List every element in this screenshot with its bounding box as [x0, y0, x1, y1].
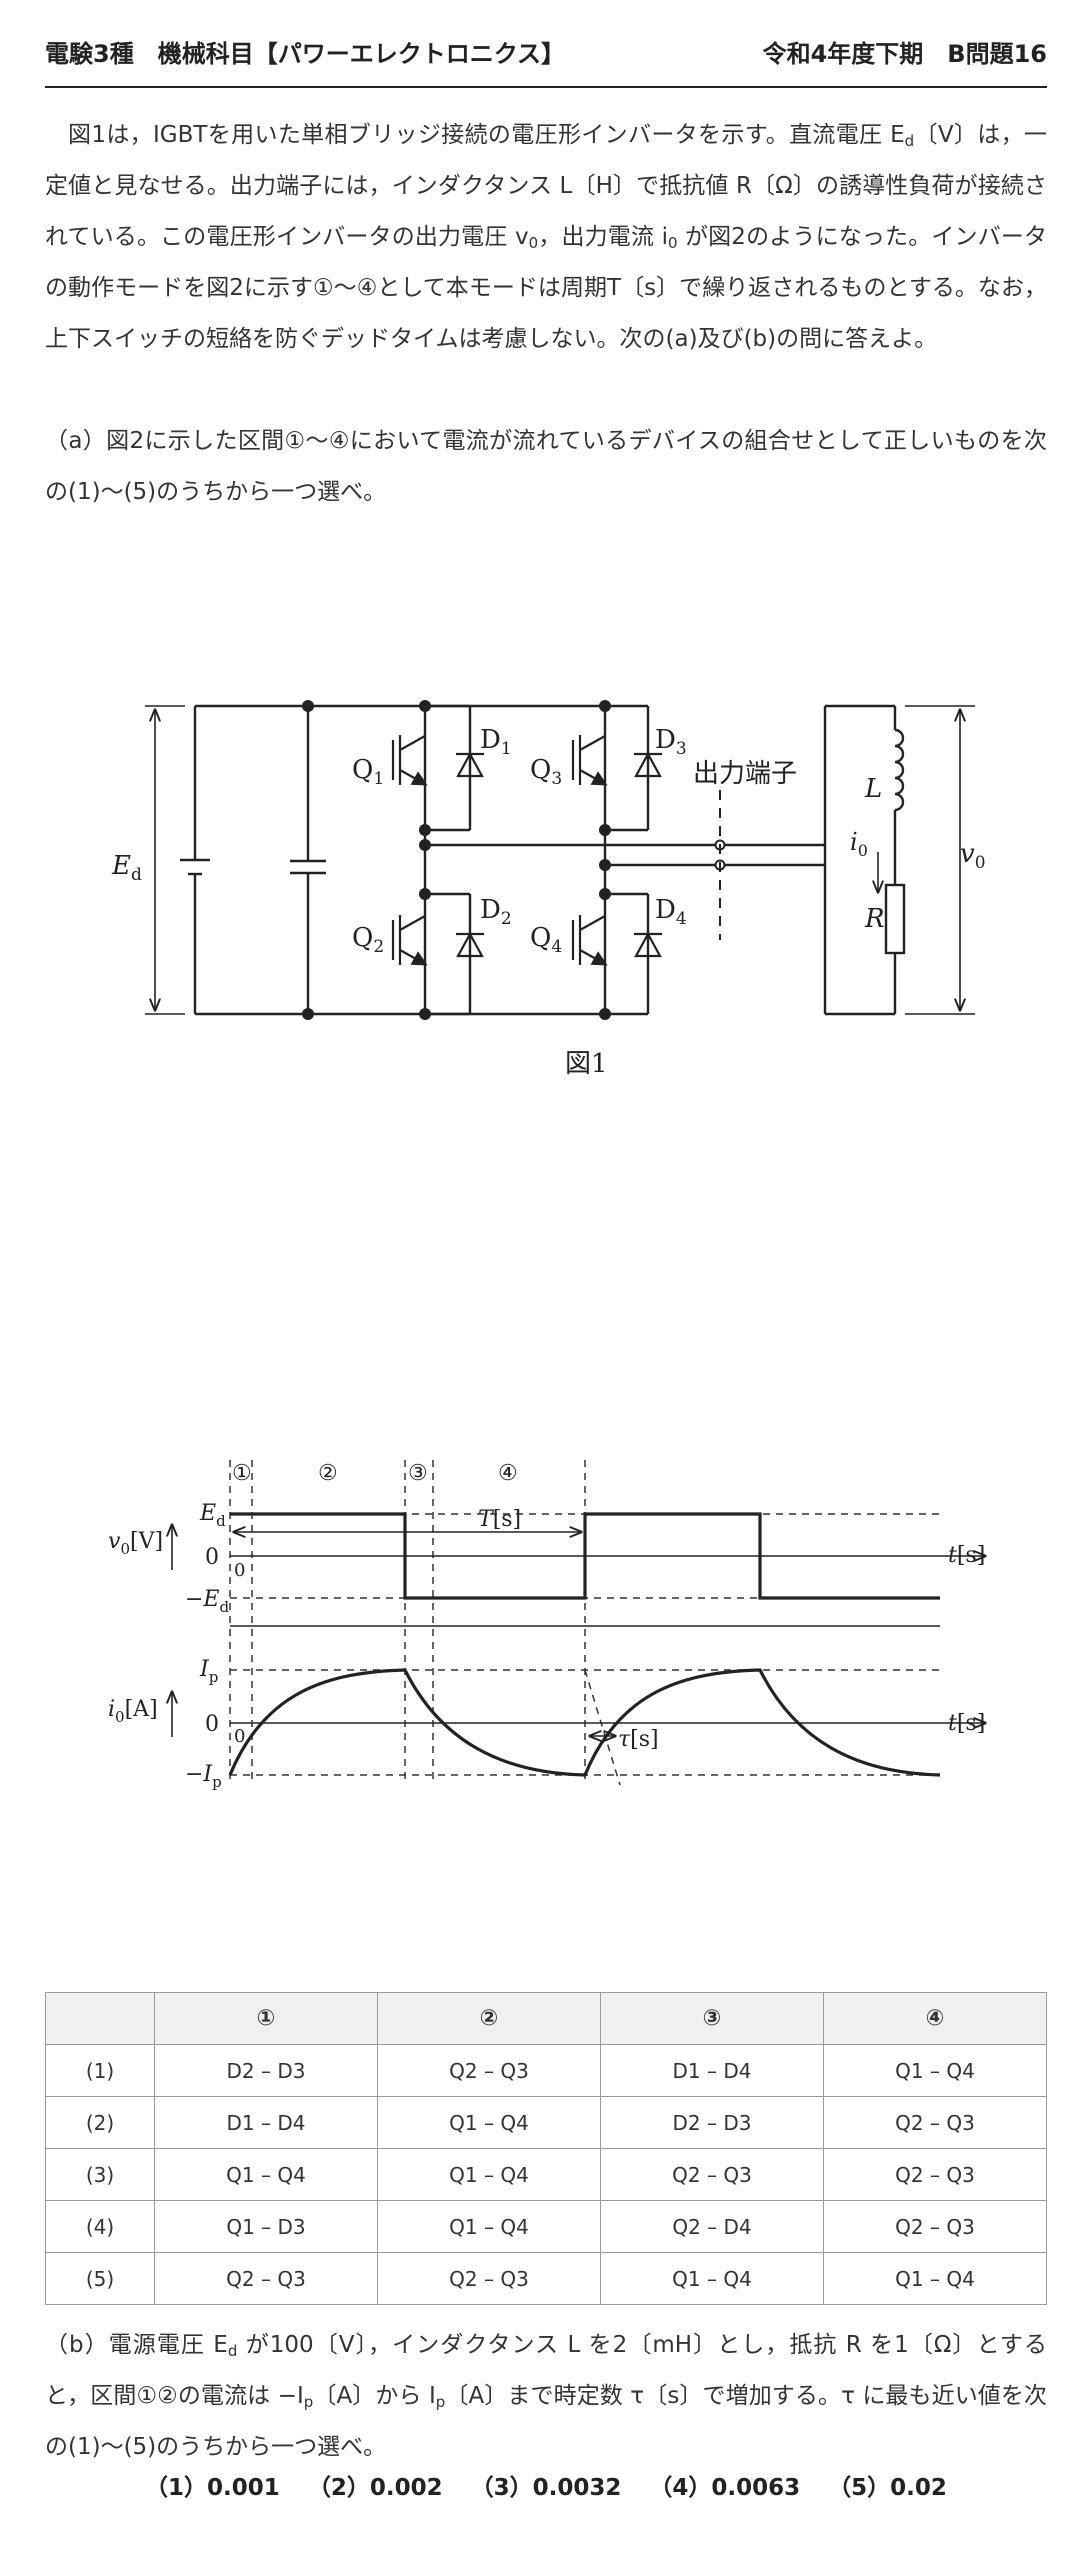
page-header: 電験3種 機械科目【パワーエレクトロニクス】 令和4年度下期 B問題16	[45, 30, 1047, 88]
table-cell: Q1 – Q4	[377, 2148, 601, 2201]
intro-text-3: ，出力電流 i	[538, 224, 668, 250]
fig1-label-terminal: 出力端子	[693, 759, 797, 789]
choice-5: （5）0.02	[828, 2475, 947, 2501]
table-cell: Q2 – Q3	[377, 2044, 601, 2097]
fig2-ed-label: Ed	[199, 1501, 226, 1530]
table-cell: Q1 – Q4	[154, 2148, 378, 2201]
fig1-label-d2: D2	[480, 895, 512, 929]
qb-text-3: 〔A〕から I	[313, 2383, 436, 2409]
fig2-v-axis-label: v0[V]	[108, 1529, 163, 1558]
table-cell: D1 – D4	[154, 2096, 378, 2149]
fig2-neg-ed-label: −Ed	[185, 1587, 230, 1616]
qb-text-2: が100〔V〕，インダクタンス L を2〔mH〕とし，抵抗 R を1〔Ω〕とする…	[45, 2332, 1047, 2409]
table-header-row: ① ② ③ ④	[45, 1992, 1047, 2045]
choice-2: （2）0.002	[307, 2475, 443, 2501]
table-cell: Q2 – Q3	[600, 2148, 824, 2201]
fig2-ip-label: Ip	[199, 1657, 218, 1686]
table-cell: Q2 – Q3	[823, 2096, 1047, 2149]
choice-3: （3）0.0032	[470, 2475, 622, 2501]
table-cell: D1 – D4	[600, 2044, 824, 2097]
table-header-cell: ④	[823, 1992, 1047, 2045]
table-cell: (5)	[45, 2252, 155, 2305]
qb-sub-3: p	[435, 2393, 446, 2411]
fig2-period-label: T[s]	[478, 1507, 521, 1532]
fig1-label-d1: D1	[480, 725, 512, 759]
table-cell: Q1 – D3	[154, 2200, 378, 2253]
intro-text-1: 図1は，IGBTを用いた単相ブリッジ接続の電圧形インバータを示す。直流電圧 E	[68, 122, 905, 148]
fig2-t-label-v: t[s]	[948, 1543, 985, 1568]
qb-text-4: 〔A〕まで時定数 τ〔s〕で増加する。τ に最も近い値を次の(1)〜(5)のうち…	[45, 2383, 1047, 2460]
table-row: (3) Q1 – Q4 Q1 – Q4 Q2 – Q3 Q2 – Q3	[45, 2148, 1047, 2201]
table-row: (4) Q1 – D3 Q1 – Q4 Q2 – D4 Q2 – Q3	[45, 2200, 1047, 2253]
fig1-label-q1: Q1	[352, 755, 384, 789]
fig1-label-i0: i0	[850, 828, 868, 860]
table-cell: Q1 – Q4	[600, 2252, 824, 2305]
fig1-label-r: R	[864, 904, 885, 934]
header-subject: 電験3種 機械科目【パワーエレクトロニクス】	[45, 40, 565, 68]
fig2-i-axis-label: i0[A]	[108, 1697, 158, 1726]
fig2-v-origin: 0	[234, 1560, 245, 1581]
fig1-label-ed: Ed	[111, 851, 142, 885]
table-cell: Q1 – Q4	[823, 2252, 1047, 2305]
table-header-cell: ③	[600, 1992, 824, 2045]
fig2-t-label-i: t[s]	[948, 1711, 985, 1736]
table-cell: (1)	[45, 2044, 155, 2097]
figure-2-waveforms: ① ② ③ ④ v0[V] Ed 0 0 −Ed T[s] t[s] i0[A]…	[0, 1440, 1092, 1820]
table-cell: Q1 – Q4	[377, 2200, 601, 2253]
question-a: （a）図2に示した区間①〜④において電流が流れているデバイスの組合せとして正しい…	[45, 428, 1047, 505]
fig2-tau-label: τ[s]	[618, 1727, 659, 1752]
answer-choices: （1）0.001 （2）0.002 （3）0.0032 （4）0.0063 （5…	[0, 2468, 1092, 2502]
fig2-v-zero: 0	[205, 1545, 219, 1570]
qb-sub-2: p	[303, 2393, 314, 2411]
intro-sub-1: d	[904, 132, 915, 150]
fig1-label-q3: Q3	[530, 755, 562, 789]
table-cell: (3)	[45, 2148, 155, 2201]
fig2-mode-1: ①	[232, 1461, 252, 1486]
table-cell: Q2 – Q3	[823, 2200, 1047, 2253]
figure-1-caption: 図1	[565, 1049, 608, 1079]
intro-sub-2: 0	[528, 234, 539, 252]
question-b: （b）電源電圧 Ed が100〔V〕，インダクタンス L を2〔mH〕とし，抵抗…	[45, 2320, 1047, 2473]
fig2-mode-2: ②	[318, 1461, 338, 1486]
table-header-cell: ①	[154, 1992, 378, 2045]
qb-text-1: （b）電源電圧 E	[45, 2332, 228, 2358]
table-cell: Q2 – Q3	[377, 2252, 601, 2305]
fig2-neg-ip-label: −Ip	[185, 1762, 222, 1791]
fig2-i-zero: 0	[205, 1712, 219, 1737]
fig2-i-origin: 0	[234, 1726, 245, 1747]
table-row: (5) Q2 – Q3 Q2 – Q3 Q1 – Q4 Q1 – Q4	[45, 2252, 1047, 2305]
choice-1: （1）0.001	[145, 2475, 280, 2501]
table-row: (1) D2 – D3 Q2 – Q3 D1 – D4 Q1 – Q4	[45, 2044, 1047, 2097]
table-cell: Q2 – Q3	[823, 2148, 1047, 2201]
fig2-mode-4: ④	[498, 1461, 518, 1486]
fig1-label-q2: Q2	[352, 923, 384, 957]
fig1-label-l: L	[864, 774, 882, 804]
fig1-label-q4: Q4	[530, 923, 562, 957]
table-cell: (4)	[45, 2200, 155, 2253]
table-cell: (2)	[45, 2096, 155, 2149]
intro-text-2: 〔V〕は，一定値と見なせる。出力端子には，インダクタンス L〔H〕で抵抗値 R〔…	[45, 122, 1047, 250]
table-row: (2) D1 – D4 Q1 – Q4 D2 – D3 Q2 – Q3	[45, 2096, 1047, 2149]
intro-text-4: が図2のようになった。インバータの動作モードを図2に示す①〜④として本モードは周…	[45, 224, 1048, 352]
table-header-cell	[45, 1992, 155, 2045]
table-header-cell: ②	[377, 1992, 601, 2045]
table-cell: Q2 – D4	[600, 2200, 824, 2253]
intro-paragraph: 図1は，IGBTを用いた単相ブリッジ接続の電圧形インバータを示す。直流電圧 Ed…	[45, 110, 1047, 365]
fig1-label-v0: v0	[960, 839, 986, 873]
intro-sub-3: 0	[667, 234, 678, 252]
table-cell: D2 – D3	[600, 2096, 824, 2149]
choice-4: （4）0.0063	[649, 2475, 801, 2501]
fig2-mode-3: ③	[408, 1461, 428, 1486]
table-cell: Q1 – Q4	[377, 2096, 601, 2149]
table-cell: Q2 – Q3	[154, 2252, 378, 2305]
header-exam-id: 令和4年度下期 B問題16	[762, 40, 1047, 68]
fig1-label-d4: D4	[655, 895, 687, 929]
fig1-label-d3: D3	[655, 725, 687, 759]
table-cell: D2 – D3	[154, 2044, 378, 2097]
figure-1-circuit: Ed Q1 Q2 Q3 Q4 D1 D2 D3 D4 出力端子 L R i0 v…	[0, 640, 1092, 1110]
qb-sub-1: d	[227, 2342, 238, 2360]
table-cell: Q1 – Q4	[823, 2044, 1047, 2097]
answer-table: ① ② ③ ④ (1) D2 – D3 Q2 – Q3 D1 – D4 Q1 –…	[45, 1992, 1047, 2305]
